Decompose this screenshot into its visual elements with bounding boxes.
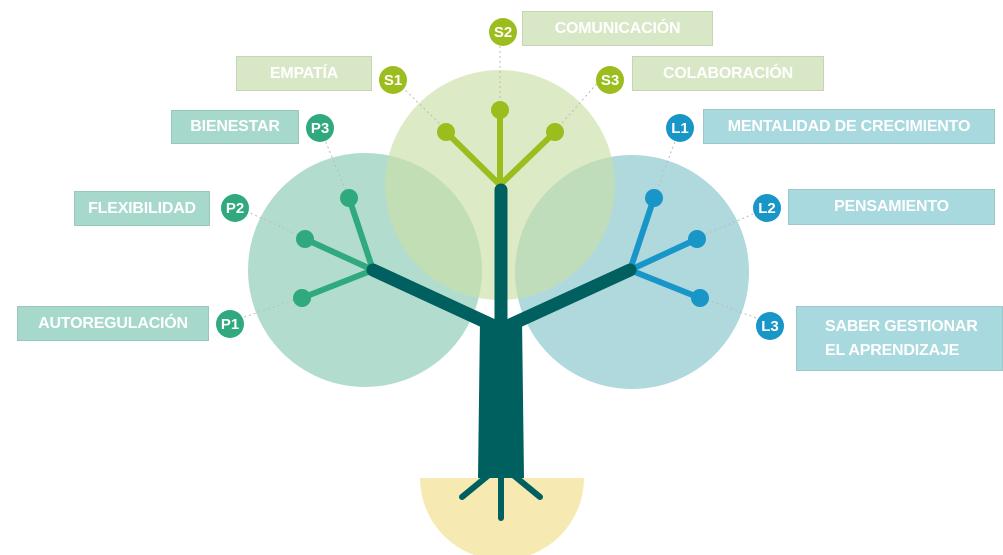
tree-main-branches [366,183,637,337]
social-branches [443,107,558,188]
label-comunicacion: S2 COMUNICACIÓN [522,11,713,46]
badge-l1: L1 [666,114,694,142]
social-node-2 [491,101,509,119]
learning-node-1 [645,189,663,207]
personal-node-3 [340,189,358,207]
badge-p1: P1 [216,310,244,338]
learning-branches [627,195,703,301]
personal-node-2 [296,230,314,248]
label-mentalidad-de-crecimiento: MENTALIDAD DE CRECIMIENTO [703,109,995,144]
label-empatia: EMPATÍA [236,56,372,91]
badge-l2: L2 [753,194,781,222]
badge-s2: S2 [489,18,517,46]
personal-node-1 [293,289,311,307]
badge-s3: S3 [596,66,624,94]
label-saber-gestionar-el-aprendizaje: SABER GESTIONAR EL APRENDIZAJE [796,306,1003,371]
label-pensamiento: PENSAMIENTO [788,189,995,225]
learning-node-2 [688,230,706,248]
label-bienestar: BIENESTAR [171,110,299,144]
label-colaboracion: COLABORACIÓN [632,56,824,91]
tree-trunk [478,320,524,478]
badge-p2: P2 [221,194,249,222]
social-node-3 [546,123,564,141]
badge-p3: P3 [306,114,334,142]
label-flexibilidad: FLEXIBILIDAD [74,191,210,226]
label-autoregulacion: AUTOREGULACIÓN [17,306,209,341]
badge-s1: S1 [379,66,407,94]
personal-branches [299,195,376,301]
social-node-1 [437,123,455,141]
tree-roots [459,471,543,521]
badge-l3: L3 [756,312,784,340]
learning-node-3 [691,289,709,307]
